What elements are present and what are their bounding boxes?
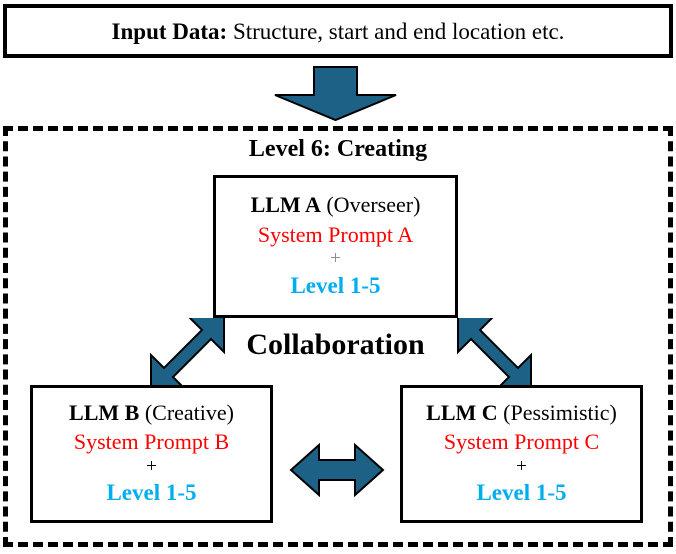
llm-b-level: Level 1-5 — [106, 480, 197, 506]
llm-a-prompt: System Prompt A — [257, 221, 414, 247]
input-data-label: Input Data: — [111, 18, 228, 44]
horizontal-double-arrow-icon — [289, 442, 385, 498]
collaboration-label: Collaboration — [246, 328, 425, 361]
llm-a-level: Level 1-5 — [290, 272, 381, 298]
llm-a-plus: + — [330, 248, 341, 270]
level-6-title: Level 6: Creating — [248, 136, 428, 162]
diagonal-double-arrow-left-icon — [150, 318, 225, 390]
down-arrow-icon — [274, 66, 397, 122]
llm-c-box: LLM C (Pessimistic) System Prompt C + Le… — [400, 385, 643, 523]
input-data-box: Input Data: Structure, start and end loc… — [3, 4, 673, 58]
llm-c-plus: + — [516, 455, 527, 477]
framework-container — [3, 126, 673, 547]
llm-c-name-line: LLM C (Pessimistic) — [426, 400, 617, 425]
llm-b-name: LLM B — [69, 399, 140, 425]
llm-b-plus: + — [146, 455, 157, 477]
llm-b-prompt: System Prompt B — [73, 429, 230, 455]
llm-b-box: LLM B (Creative) System Prompt B + Level… — [30, 385, 273, 523]
llm-c-level: Level 1-5 — [476, 480, 567, 506]
llm-c-prompt: System Prompt C — [443, 429, 600, 455]
llm-b-name-line: LLM B (Creative) — [69, 400, 234, 425]
diagonal-double-arrow-right-icon — [457, 318, 532, 390]
llm-c-name: LLM C — [426, 399, 498, 425]
llm-a-name-line: LLM A (Overseer) — [251, 192, 421, 217]
llm-a-name: LLM A — [250, 192, 321, 218]
llm-a-box: LLM A (Overseer) System Prompt A + Level… — [213, 175, 458, 318]
llm-a-role: (Overseer) — [326, 192, 421, 218]
input-data-value: Structure, start and end location etc. — [227, 18, 565, 44]
llm-c-role: (Pessimistic) — [503, 399, 617, 425]
input-data-text: Input Data: Structure, start and end loc… — [112, 20, 565, 43]
llm-b-role: (Creative) — [144, 399, 234, 425]
